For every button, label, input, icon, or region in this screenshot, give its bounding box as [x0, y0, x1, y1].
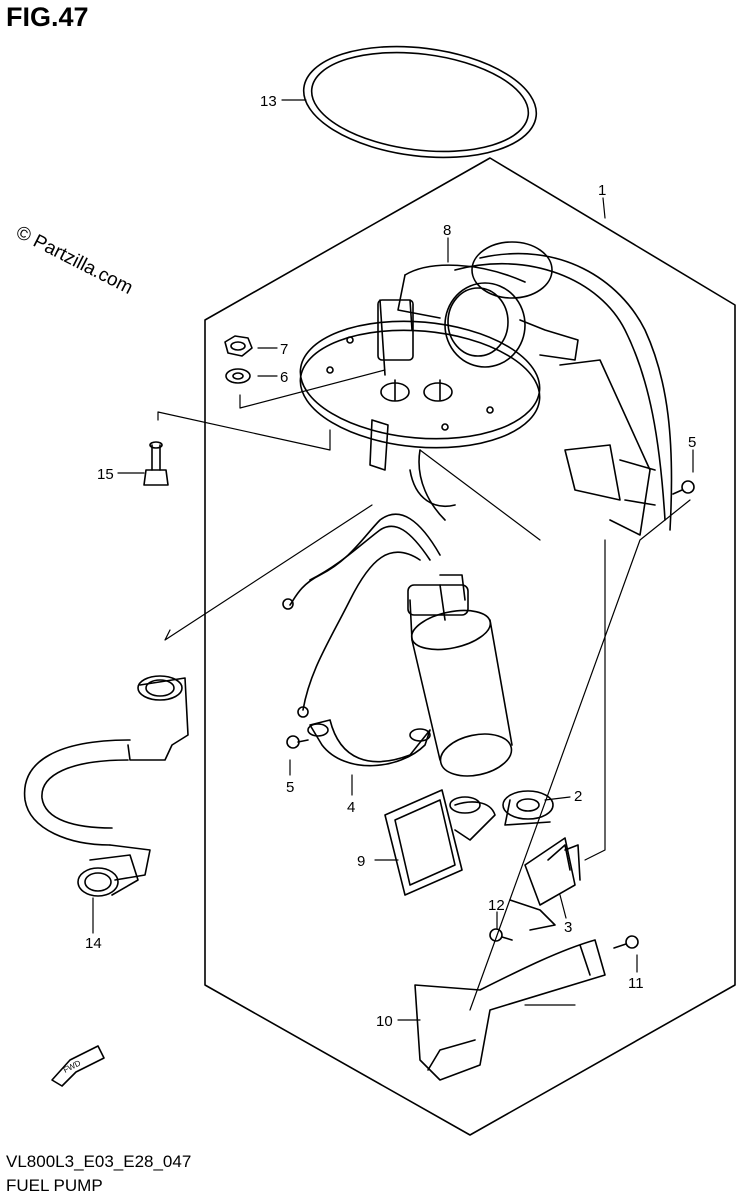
callout-3[interactable]: 3: [564, 919, 572, 936]
diagram-name: FUEL PUMP: [6, 1176, 103, 1195]
diagram-code: VL800L3_E03_E28_047: [6, 1152, 192, 1171]
callout-8[interactable]: 8: [443, 222, 451, 239]
part-11-bolt[interactable]: [613, 935, 639, 949]
part-4-band-clamp[interactable]: [307, 719, 431, 767]
part-10-protector[interactable]: [414, 939, 606, 1081]
assembly-outline-1: [204, 157, 736, 1136]
callout-9[interactable]: 9: [357, 853, 365, 870]
wire-harness[interactable]: [282, 513, 441, 718]
callout-6[interactable]: 6: [280, 369, 288, 386]
part-15-bolt[interactable]: [143, 441, 169, 486]
callout-12[interactable]: 12: [488, 897, 505, 914]
part-6-washer[interactable]: [225, 368, 251, 384]
part-14-hose[interactable]: [23, 675, 189, 897]
callout-11[interactable]: 11: [628, 975, 644, 992]
reference-lines: [157, 369, 691, 1011]
callout-4[interactable]: 4: [347, 799, 355, 816]
callout-2[interactable]: 2: [574, 788, 582, 805]
part-13-gasket-ring[interactable]: [297, 34, 542, 170]
callout-1[interactable]: 1: [598, 182, 606, 199]
figure-title: FIG.47: [6, 2, 89, 32]
callout-10[interactable]: 10: [376, 1013, 393, 1030]
outlet-pipe[interactable]: [369, 419, 456, 521]
part-9-filter[interactable]: [384, 789, 496, 896]
part-8-pump-plate[interactable]: [295, 299, 544, 457]
leader-lines: [92, 99, 694, 1021]
callout-5-lower[interactable]: 5: [286, 779, 294, 796]
callout-15[interactable]: 15: [97, 466, 114, 483]
fuel-pump-cylinder[interactable]: [407, 574, 515, 782]
part-7-nut[interactable]: [224, 335, 253, 357]
part-12-bolt[interactable]: [489, 928, 513, 942]
part-5-screw-right[interactable]: [672, 480, 695, 495]
callout-13[interactable]: 13: [260, 93, 277, 110]
part-3-bracket[interactable]: [509, 837, 581, 931]
part-2-damper[interactable]: [502, 790, 554, 826]
bracket-frame[interactable]: [454, 252, 673, 536]
callout-5-upper[interactable]: 5: [688, 434, 696, 451]
pump-regulator-housing[interactable]: [380, 241, 579, 402]
fwd-arrow-icon: [51, 1045, 105, 1087]
part-5-screw-left[interactable]: [286, 735, 309, 749]
callouts: 13 1 8 7 6 15 5 5 4 2 9 3 12 11 10 14: [85, 93, 696, 1030]
callout-14[interactable]: 14: [85, 935, 102, 952]
callout-7[interactable]: 7: [280, 341, 288, 358]
